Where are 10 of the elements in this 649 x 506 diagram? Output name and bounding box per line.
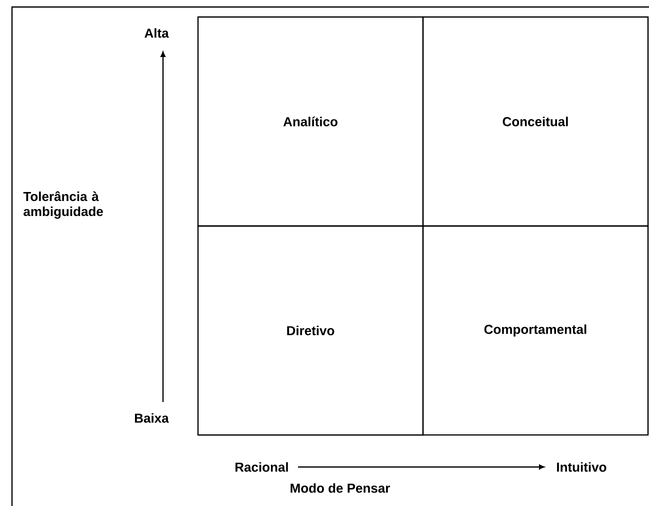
axis-label: Intuitivo [557, 462, 606, 472]
quadrant-cell: Comportamental [422, 225, 649, 436]
quadrant-cell: Diretivo [197, 225, 424, 436]
axis-label: Modo de Pensar [290, 483, 390, 493]
quadrant-cell: Analítico [197, 16, 424, 227]
axis-label: Baixa [134, 413, 169, 423]
axis-label: Racional [235, 462, 288, 472]
axis-label: Tolerância à ambiguidade [23, 191, 103, 219]
quadrant-cell: Conceitual [422, 16, 649, 227]
axis-label: Alta [144, 28, 169, 38]
